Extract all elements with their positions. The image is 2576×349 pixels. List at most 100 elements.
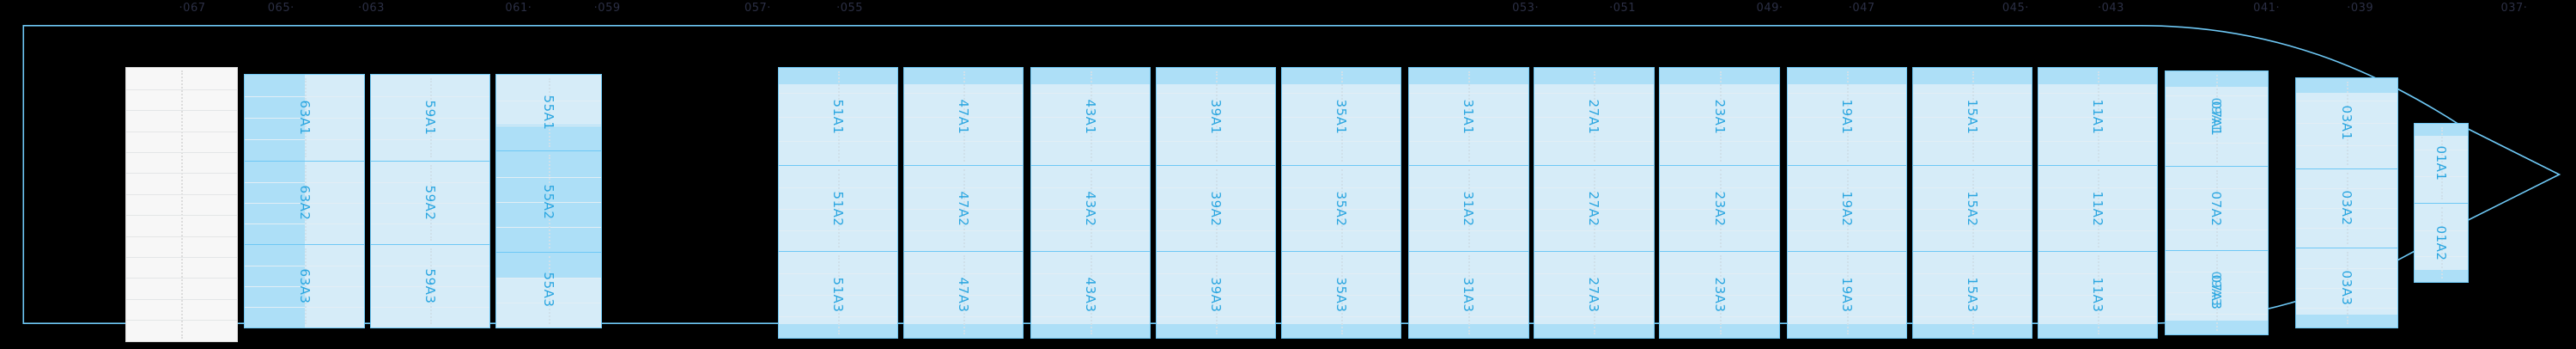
- tier-center-divider: [2097, 169, 2099, 248]
- tier-03A1[interactable]: 03A1: [2295, 78, 2398, 168]
- tier-center-divider: [2441, 126, 2444, 200]
- tier-label: 51A1: [829, 99, 846, 135]
- tier-19A3[interactable]: 19A3: [1787, 251, 1906, 338]
- tier-47A1[interactable]: 47A1: [903, 68, 1024, 165]
- tier-55A1[interactable]: 55A1: [495, 75, 602, 151]
- tier-center-divider: [1216, 169, 1218, 248]
- tier-center-divider: [2097, 71, 2099, 162]
- tier-47A3[interactable]: 47A3: [903, 251, 1024, 338]
- tier-label: 19A1: [1838, 99, 1855, 135]
- tier-label: 63A2: [296, 185, 313, 221]
- tier-15A1[interactable]: 15A1: [1912, 68, 2032, 165]
- tier-39A2[interactable]: 39A2: [1157, 165, 1276, 251]
- tier-47A2[interactable]: 47A2: [903, 165, 1024, 251]
- tier-59A2[interactable]: 59A2: [370, 161, 489, 244]
- tier-center-divider: [1594, 169, 1596, 248]
- block-row-line: [126, 257, 237, 259]
- tier-07A2[interactable]: 07A2: [2165, 166, 2268, 250]
- tier-51A3[interactable]: 51A3: [778, 251, 898, 338]
- tier-59A3[interactable]: 59A3: [370, 244, 489, 328]
- tier-59A1[interactable]: 59A1: [370, 75, 489, 161]
- tier-31A3[interactable]: 31A3: [1409, 251, 1528, 338]
- bay-63[interactable]: 63A1 63A2 63A3: [244, 74, 365, 329]
- tier-center-divider: [548, 78, 550, 148]
- tier-19A2[interactable]: 19A2: [1787, 165, 1906, 251]
- tier-43A2[interactable]: 43A2: [1031, 165, 1151, 251]
- bay-01[interactable]: 01A1 01A2: [2414, 122, 2470, 284]
- tier-31A1[interactable]: 31A1: [1409, 68, 1528, 165]
- tier-23A2[interactable]: 23A2: [1660, 165, 1779, 251]
- tier-label: 47A2: [956, 191, 972, 227]
- bay-47[interactable]: 47A1 47A2 47A3: [902, 67, 1024, 339]
- tier-27A2[interactable]: 27A2: [1534, 165, 1654, 251]
- tier-label: 43A1: [1083, 99, 1099, 135]
- tier-center-divider: [963, 255, 966, 334]
- bay-51[interactable]: 51A1 51A2 51A3: [777, 67, 899, 339]
- tier-55A2[interactable]: 55A2: [495, 150, 602, 252]
- tier-35A1[interactable]: 35A1: [1282, 68, 1401, 165]
- tier-label: 59A2: [422, 185, 438, 221]
- block-row-line: [126, 320, 237, 321]
- tier-23A3[interactable]: 23A3: [1660, 251, 1779, 338]
- tier-35A3[interactable]: 35A3: [1282, 251, 1401, 338]
- tier-39A3[interactable]: 39A3: [1157, 251, 1276, 338]
- bay-tick-15: 037·: [2500, 2, 2528, 15]
- tier-03A2[interactable]: 03A2: [2295, 168, 2398, 248]
- tier-01A1[interactable]: 01A1: [2415, 123, 2469, 203]
- bay-tick-12: ·043: [2097, 2, 2124, 15]
- tier-center-divider: [1341, 169, 1344, 248]
- tier-51A2[interactable]: 51A2: [778, 165, 898, 251]
- bay-tick-1: 065·: [267, 2, 295, 15]
- tier-11A3[interactable]: 11A3: [2038, 251, 2157, 338]
- tier-11A2[interactable]: 11A2: [2038, 165, 2157, 251]
- tier-label: 59A3: [422, 268, 438, 304]
- tier-43A3[interactable]: 43A3: [1031, 251, 1151, 338]
- block-row-line: [126, 89, 237, 90]
- tier-31A2[interactable]: 31A2: [1409, 165, 1528, 251]
- tier-35A2[interactable]: 35A2: [1282, 165, 1401, 251]
- tier-label: 01A2: [2433, 225, 2450, 261]
- tier-23A1[interactable]: 23A1: [1660, 68, 1779, 165]
- tier-63A2[interactable]: 63A2: [245, 161, 364, 244]
- tier-center-divider: [1846, 169, 1849, 248]
- tier-center-divider: [963, 169, 966, 248]
- accommodation-block[interactable]: [125, 67, 238, 342]
- tier-63A3[interactable]: 63A3: [245, 244, 364, 328]
- bay-tick-10: ·047: [1848, 2, 1875, 15]
- tier-43A1[interactable]: 43A1: [1031, 68, 1151, 165]
- tier-center-divider: [963, 71, 966, 162]
- tier-label: 51A2: [829, 191, 846, 227]
- tier-center-divider: [837, 71, 840, 162]
- tier-55A3[interactable]: 55A3: [495, 251, 602, 328]
- tier-01A2[interactable]: 01A2: [2415, 203, 2469, 283]
- tier-03A3[interactable]: 03A3: [2295, 248, 2398, 328]
- tier-label: 23A3: [1711, 277, 1728, 313]
- tier-11A1[interactable]: 11A1: [2038, 68, 2157, 165]
- bay-tick-9: 049·: [1756, 2, 1783, 15]
- tier-39A1[interactable]: 39A1: [1157, 68, 1276, 165]
- tier-27A3[interactable]: 27A3: [1534, 251, 1654, 338]
- tier-19A1[interactable]: 19A1: [1787, 68, 1906, 165]
- tier-27A1[interactable]: 27A1: [1534, 68, 1654, 165]
- tier-15A2[interactable]: 15A2: [1912, 165, 2032, 251]
- tier-15A3[interactable]: 15A3: [1912, 251, 2032, 338]
- tier-center-divider: [429, 248, 432, 325]
- tier-63A1[interactable]: 63A1: [245, 75, 364, 161]
- tier-51A1[interactable]: 51A1: [778, 68, 898, 165]
- bay-59[interactable]: 59A1 59A2 59A3: [369, 74, 490, 329]
- block-row-line: [126, 152, 237, 154]
